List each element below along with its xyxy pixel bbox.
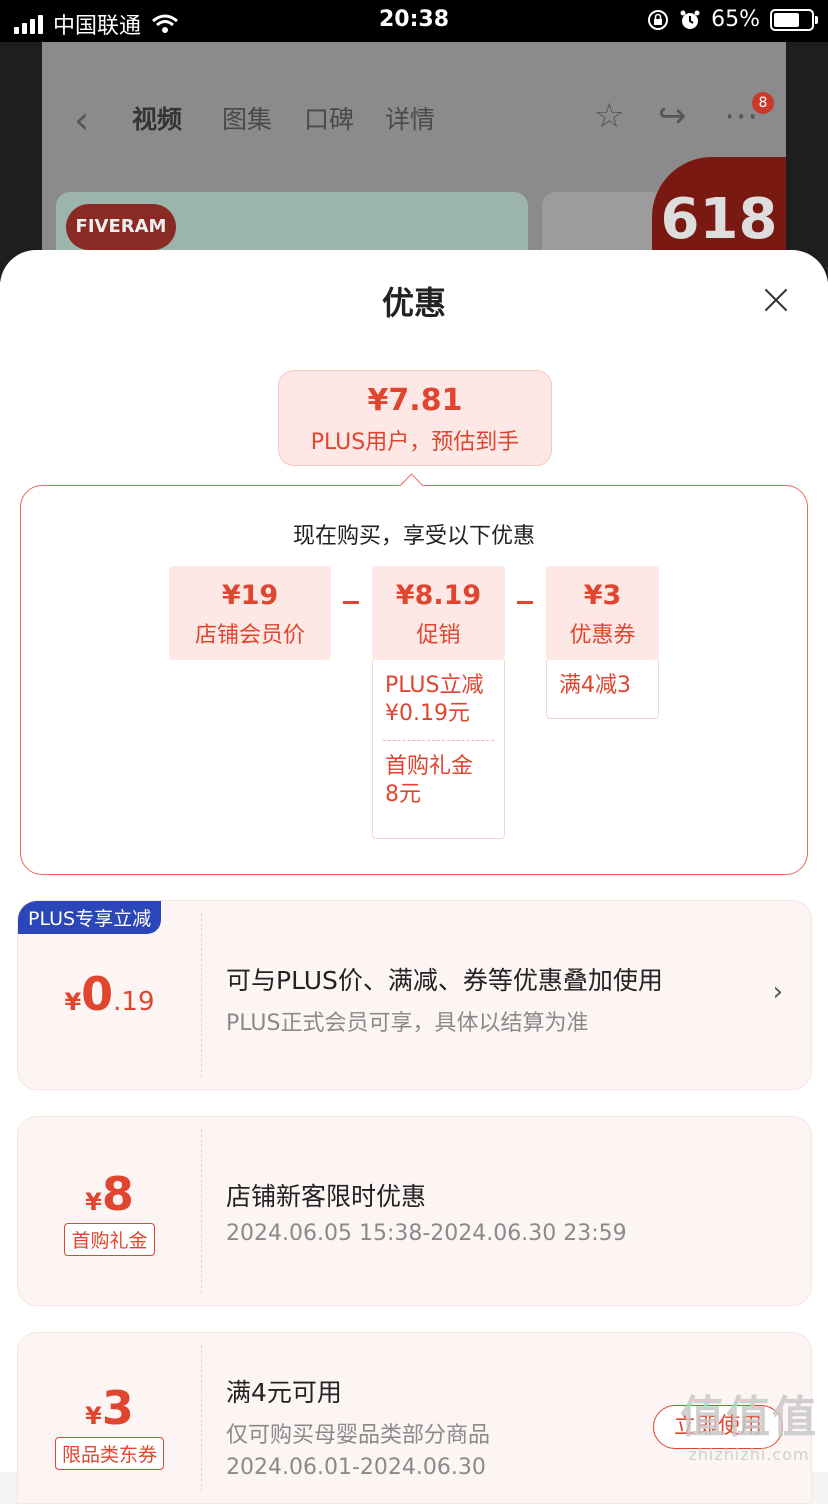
battery-icon [770,8,818,31]
offer-amount: ¥8 首购礼金 [18,1167,201,1256]
coupon-details: 满4减3 [546,660,659,719]
carrier-name: 中国联通 [53,14,142,39]
close-icon[interactable] [764,288,788,312]
offer-type-tag: 限品类东券 [54,1437,164,1470]
promotion-label: 促销 [416,623,461,648]
first-buy-gift-detail: 首购礼金 8元 [385,754,474,807]
wifi-icon [152,14,178,33]
offer-title: 店铺新客限时优惠 [226,1182,427,1211]
coupon-label: 优惠券 [569,623,636,648]
coupon-amount: ¥3 [583,580,622,611]
background-product-page: ‹ 视频 图集 口碑 详情 ☆ ↪ ⋯ 8 FIVERAM 618 [0,42,828,282]
offer-type-tag: 首购礼金 [64,1223,155,1256]
alarm-icon [680,10,700,29]
member-price-label: 店铺会员价 [194,623,305,648]
offer-plus-discount[interactable]: PLUS专享立减 ¥0.19 可与PLUS价、满减、券等优惠叠加使用 PLUS正… [17,900,812,1090]
yen-symbol: ¥ [64,988,82,1016]
background-nav: ‹ 视频 图集 口碑 详情 ☆ ↪ ⋯ 8 [42,92,786,142]
promotion-amount: ¥8.19 [395,580,482,611]
member-price-amount: ¥19 [221,580,279,611]
coupon-chip: ¥3 优惠券 [546,566,659,660]
breakdown-pointer [399,473,424,498]
amount-decimal: .19 [113,987,155,1017]
tab-details[interactable]: 详情 [385,105,436,134]
promotion-chip: ¥8.19 促销 [372,566,505,660]
minus-sign [517,601,533,604]
price-breakdown: 现在购买，享受以下优惠 ¥19 店铺会员价 ¥8.19 促销 PLUS立减 ¥0… [20,473,808,875]
battery-percent: 65% [711,7,760,32]
plus-discount-detail: PLUS立减 ¥0.19元 [385,673,484,726]
estimated-price: ¥7.81 [367,383,463,418]
yen-symbol: ¥ [85,1402,102,1430]
clock: 20:38 [378,7,450,32]
offer-description: PLUS正式会员可享，具体以结算为准 [226,1011,589,1036]
offer-amount: ¥3 限品类东券 [18,1381,201,1470]
notification-badge: 8 [752,92,774,114]
watermark-main: 值值值 [680,1392,818,1443]
star-icon[interactable]: ☆ [594,96,625,136]
amount-integer: 0 [81,967,114,1021]
promotion-details: PLUS立减 ¥0.19元 首购礼金 8元 [372,660,505,839]
share-icon[interactable]: ↪ [658,96,687,136]
watermark: 值值值 zhizhizhi.com [680,1381,818,1464]
amount-integer: 8 [101,1167,134,1221]
status-bar: 中国联通 20:38 65% [0,0,828,42]
offer-amount: ¥0.19 [18,967,201,1021]
discount-sheet: 优惠 ¥7.81 PLUS用户，预估到手 现在购买，享受以下优惠 ¥19 店铺会… [0,250,828,1504]
tab-video[interactable]: 视频 [132,105,183,134]
minus-sign [343,601,359,604]
brand-logo: FIVERAM [66,204,176,250]
yen-symbol: ¥ [85,1188,102,1216]
offer-validity: 2024.06.05 15:38-2024.06.30 23:59 [226,1221,627,1246]
estimated-price-box: ¥7.81 PLUS用户，预估到手 [278,370,552,466]
offer-title: 满4元可用 [226,1378,342,1407]
tab-gallery[interactable]: 图集 [222,105,273,134]
sheet-title: 优惠 [381,284,446,322]
offer-first-buy-gift[interactable]: ¥8 首购礼金 店铺新客限时优惠 2024.06.05 15:38-2024.0… [17,1116,812,1306]
offer-description: 仅可购买母婴品类部分商品 [226,1423,491,1448]
orientation-lock-icon [648,9,669,30]
estimated-price-note: PLUS用户，预估到手 [310,430,520,455]
use-now-button[interactable]: 立即使用 [653,1405,783,1449]
tab-reviews[interactable]: 口碑 [304,105,355,134]
signal-icon [14,14,43,34]
offer-validity: 2024.06.01-2024.06.30 [226,1455,486,1480]
plus-exclusive-tag: PLUS专享立减 [18,901,162,934]
offer-title: 可与PLUS价、满减、券等优惠叠加使用 [226,966,663,995]
back-icon[interactable]: ‹ [74,98,90,142]
breakdown-heading: 现在购买，享受以下优惠 [292,524,535,549]
chevron-right-icon[interactable]: › [772,977,783,1007]
amount-integer: 3 [101,1381,134,1435]
coupon-condition: 满4减3 [559,673,631,698]
member-price-chip: ¥19 店铺会员价 [169,566,331,660]
watermark-url: zhizhizhi.com [688,1445,810,1464]
